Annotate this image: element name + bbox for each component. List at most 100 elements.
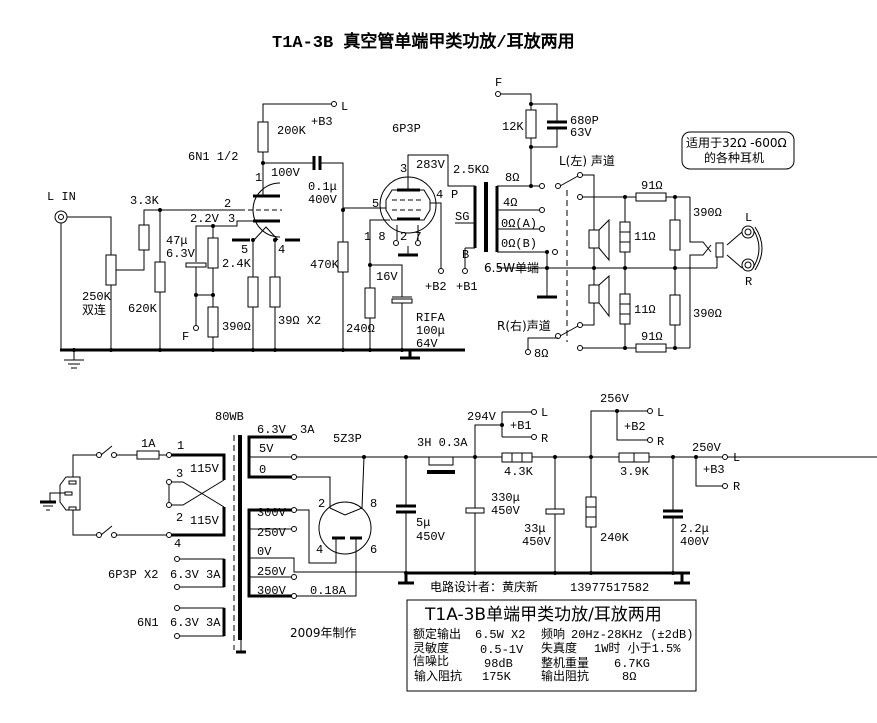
ot-tap-0a: 0Ω(A) [501, 217, 537, 231]
resistor-200k [257, 121, 269, 153]
b3-terminal-l: L [733, 451, 740, 465]
heater-resistors-label: 39Ω X2 [278, 314, 321, 328]
primary-winding-1: 115V [190, 462, 220, 476]
spec-value: 98dB [484, 657, 513, 671]
r-cathode-bottom-label: 390Ω [222, 320, 251, 334]
ht-tap-0v: 0V [257, 545, 272, 559]
power-tube-label: 6P3P [392, 122, 421, 136]
cap2-voltage: 450V [491, 504, 521, 518]
choke-label: 3H 0.3A [417, 436, 468, 450]
spec-value: 8Ω [622, 670, 636, 684]
made-year: 2009年制作 [290, 626, 357, 640]
b3-label-ps: +B3 [703, 463, 725, 477]
heater-6n1-label: 6N1 [137, 616, 159, 630]
spec-value: 6.5W X2 [475, 628, 525, 642]
spec-row: 额定输出 6.5W X2 频响 20Hz-28KHz (±2dB) [413, 626, 693, 642]
r-91-right-label: 91Ω [641, 330, 663, 344]
fuse [136, 450, 160, 460]
resistor-4k3 [501, 452, 533, 463]
rect-pin-4: 4 [316, 543, 323, 557]
power-cathode-voltage: 16V [376, 270, 398, 284]
ht-tap-300-a: 300V [257, 506, 287, 520]
r-11-right-label: 11Ω [634, 303, 656, 317]
power-switch-a[interactable] [100, 445, 113, 456]
heater-6n1-rating: 6.3V 3A [170, 616, 221, 630]
power-pin-cathode: 1 8 [364, 230, 386, 244]
selector-switch-left[interactable] [559, 175, 579, 187]
choke [428, 457, 454, 466]
sec-heater-voltage: 6.3V [257, 423, 287, 437]
cap1-value: 5μ [416, 516, 430, 530]
feedback-cap-value: 680P [570, 114, 599, 128]
rectifier-tube-envelope [318, 501, 372, 555]
plate-voltage: 100V [271, 166, 301, 180]
spec-key: 额定输出 [413, 626, 461, 641]
b2-terminal [438, 268, 444, 274]
spec-value: 0.5-1V [480, 643, 524, 657]
power-switch-b[interactable] [100, 525, 113, 536]
resistor-3k3 [138, 224, 150, 251]
spec-value: 1W时 小于1.5% [594, 641, 681, 656]
resistor-39-b [269, 276, 281, 308]
resistor-390-right [669, 294, 681, 326]
rect-pin-6: 6 [370, 543, 377, 557]
designer-label: 电路设计者：黄庆新 [430, 579, 538, 594]
primary-pin-4: 4 [174, 537, 181, 551]
spec-key: 信噪比 [413, 654, 449, 668]
ot-feedback-label: F [495, 76, 502, 90]
spec-key: 输出阻抗 [541, 668, 589, 683]
r-plate-label: 200K [277, 124, 307, 138]
resistor-240k [585, 496, 597, 528]
ht-tap-250-b: 250V [257, 565, 287, 579]
b3-terminal-r: R [733, 480, 740, 494]
r-feedback-label: 12K [502, 120, 524, 134]
spec-key: 整机重量 [541, 655, 589, 670]
pot-value: 250K [82, 290, 112, 304]
cap3-value: 33μ [524, 522, 546, 536]
headphone-jack[interactable] [715, 242, 724, 258]
resistor-12k [525, 109, 537, 139]
spec-key: 频响 [541, 626, 565, 641]
cathode-cap-voltage: 6.3V [166, 247, 196, 261]
cap-voltage: 64V [416, 337, 438, 351]
input-label: L IN [47, 190, 76, 204]
cap-330u [465, 507, 485, 514]
volume-pot [105, 254, 117, 286]
selector-switch-right[interactable] [559, 325, 579, 337]
cap-value: 100μ [416, 324, 445, 338]
resistor-240 [364, 287, 376, 319]
b3-terminal [331, 101, 337, 107]
ot-tap-0b: 0Ω(B) [501, 237, 537, 251]
b2-label: +B2 [425, 280, 447, 294]
preamp-tube-envelope [252, 182, 281, 238]
rect-pin-2: 2 [318, 497, 325, 511]
spec-key: 失真度 [541, 640, 577, 655]
b1-terminal-r: R [541, 432, 548, 446]
ht-tap-300-b: 300V [257, 584, 287, 598]
r2-label: 3.9K [620, 465, 650, 479]
ot-tap-p: P [451, 188, 458, 202]
ground-symbol-inlet [40, 492, 65, 511]
b1-terminal-l: L [541, 406, 548, 420]
power-cathode-resistor-label: 240Ω [346, 322, 375, 336]
heater-6p3p-rating: 6.3V 3A [170, 568, 221, 582]
cap4-voltage: 400V [680, 535, 710, 549]
pin-3: 3 [228, 212, 235, 226]
ot-tap-8: 8Ω [505, 171, 519, 185]
heater-6p3p-label: 6P3P X2 [108, 568, 158, 582]
r-grid-470k-label: 470K [310, 258, 340, 272]
headphone-icon [741, 225, 763, 272]
sec-heater-current: 3A [300, 423, 315, 437]
b1-voltage: 294V [467, 410, 497, 424]
pin-5: 5 [241, 243, 248, 257]
r-390-right-label: 390Ω [693, 307, 722, 321]
pin-2: 2 [224, 197, 231, 211]
power-plate-voltage: 283V [416, 158, 446, 172]
b1-label: +B1 [456, 280, 478, 294]
rect-heater-zero: 0 [259, 463, 266, 477]
speaker-right-icon [588, 284, 600, 304]
bleeder-label: 240K [600, 531, 630, 545]
ot-tap-4: 4Ω [503, 196, 517, 210]
spec-key: 灵敏度 [413, 640, 449, 655]
spec-value: 6.7KG [614, 657, 650, 671]
